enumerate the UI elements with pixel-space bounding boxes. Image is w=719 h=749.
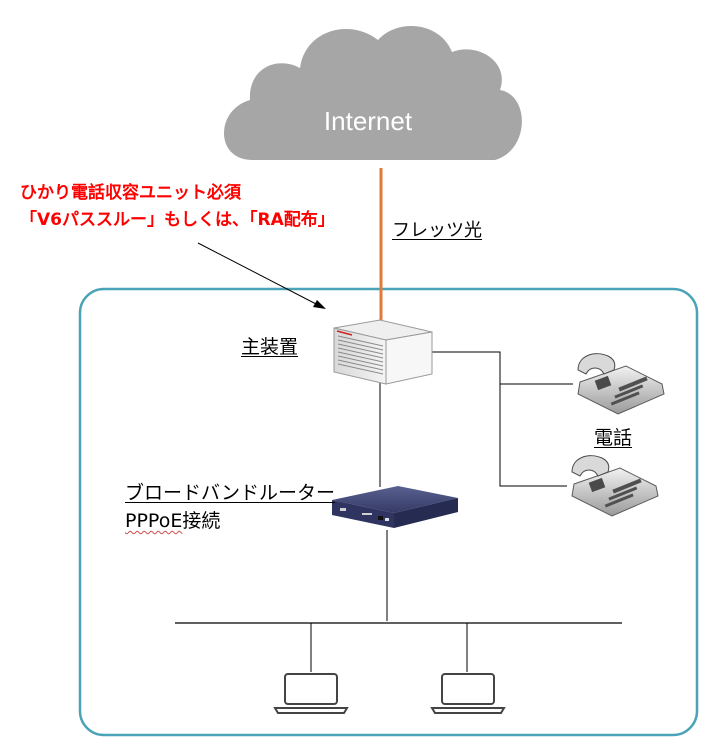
annotation-text: ひかり電話収容ユニット必須 「V6パススルー」もしくは、「RA配布」 <box>20 180 335 234</box>
phone-icon-2 <box>571 455 659 517</box>
main-to-phones-line <box>432 351 573 385</box>
pppoe-text: PPPoE <box>125 510 183 532</box>
lan-enclosure <box>78 287 699 737</box>
connection-text: 接続 <box>182 510 221 532</box>
laptop-icon-1 <box>273 673 349 714</box>
internet-cloud <box>223 26 522 160</box>
laptop-icon-2 <box>430 673 506 714</box>
main-unit-server-icon <box>333 319 433 385</box>
router-label-line-2: PPPoE接続 <box>125 506 220 533</box>
phone-icon-1 <box>577 353 665 415</box>
annotation-line-2: 「V6パススルー」もしくは、「RA配布」 <box>20 210 335 230</box>
main-unit-label: 主装置 <box>241 336 299 358</box>
flets-label: フレッツ光 <box>392 220 482 241</box>
internet-label: Internet <box>323 106 413 136</box>
router-label-line-1: ブロードバンドルーター <box>125 482 335 504</box>
broadband-router-icon <box>332 486 458 528</box>
phones-label: 電話 <box>594 427 633 449</box>
phone2-branch-line <box>499 384 567 487</box>
annotation-line-1: ひかり電話収容ユニット必須 <box>20 183 241 203</box>
annotation-arrow <box>197 242 326 309</box>
